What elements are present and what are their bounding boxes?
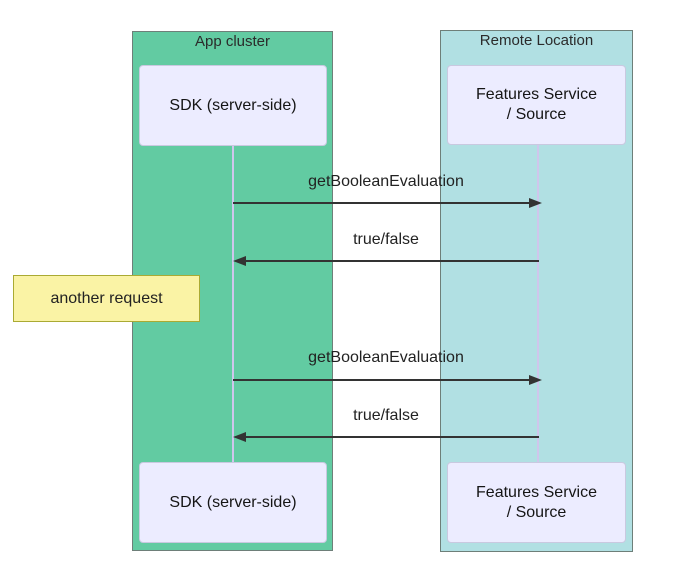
arrowhead-right-icon [529, 198, 542, 208]
lifeline-features-service [537, 143, 539, 462]
group-app-cluster-title: App cluster [194, 33, 271, 50]
message-label-truefalse-1: true/false [353, 231, 419, 248]
message-arrow-line-2 [246, 260, 539, 262]
message-arrow-line-3 [233, 379, 529, 381]
group-remote-location-title: Remote Location [479, 32, 594, 49]
note-another-request: another request [13, 275, 200, 322]
message-arrow-line-1 [233, 202, 529, 204]
message-label-getbooleanevaluation-2: getBooleanEvaluation [308, 349, 464, 366]
actor-features-service-top: Features Service / Source [447, 65, 626, 145]
lifeline-sdk [232, 144, 234, 462]
arrowhead-right-icon [529, 375, 542, 385]
arrowhead-left-icon [233, 256, 246, 266]
arrowhead-left-icon [233, 432, 246, 442]
message-label-truefalse-2: true/false [353, 407, 419, 424]
actor-features-service-bottom: Features Service / Source [447, 462, 626, 543]
actor-sdk-bottom: SDK (server-side) [139, 462, 327, 543]
actor-sdk-top: SDK (server-side) [139, 65, 327, 146]
message-arrow-line-4 [246, 436, 539, 438]
message-label-getbooleanevaluation-1: getBooleanEvaluation [308, 173, 464, 190]
